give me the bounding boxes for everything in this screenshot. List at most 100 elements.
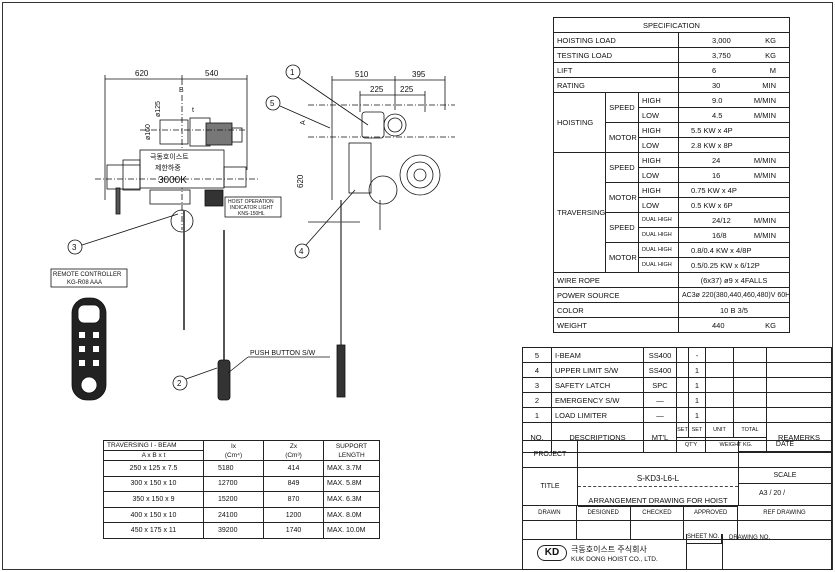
mode-label: LOW	[638, 197, 679, 213]
nameplate-line1: 극동호이스트	[150, 152, 189, 161]
scale-value: A3 / 20 /	[738, 484, 831, 506]
balloon-3: 3	[72, 243, 77, 252]
unit: M/MIN	[753, 215, 776, 225]
nameplate-line3: 3000K	[158, 175, 187, 186]
dim-t: t	[192, 107, 194, 114]
mode-label: LOW	[638, 167, 679, 183]
checked-label: CHECKED	[629, 505, 685, 521]
part-set	[676, 377, 689, 393]
indicator-label-3: KNS-150HL	[238, 211, 265, 217]
balloon-4: 4	[299, 247, 304, 256]
drawing-no-label: DRAWING NO.	[722, 534, 832, 570]
dim-510: 510	[355, 70, 369, 79]
spec-label: WIRE ROPE	[553, 272, 679, 288]
beam-size: 450 x 175 x 11	[103, 522, 204, 539]
spec-value: 3,750	[712, 50, 731, 60]
header-weight: WEIGHT KG.	[705, 437, 767, 453]
header-descriptions: DESCRIPTIONS	[551, 422, 644, 453]
beam-ix: 39200	[203, 522, 264, 539]
part-set-qty: 1	[688, 392, 706, 408]
dim-d125: ø125	[155, 101, 162, 117]
remote-label-1: REMOTE CONTROLLER	[53, 272, 122, 278]
part-set	[676, 407, 689, 423]
dim-225-right: 225	[400, 85, 414, 94]
spec-value: 24/12 M/MIN	[678, 212, 790, 228]
drawn-field	[522, 520, 577, 540]
project-field	[578, 441, 738, 468]
beam-size: 300 x 150 x 10	[103, 475, 204, 493]
value: 16/8	[712, 230, 727, 240]
spec-value: 0.5 KW x 6P	[678, 197, 790, 213]
indicator-label-1: HOIST OPERATION	[228, 199, 274, 205]
motor-label: MOTOR	[605, 182, 639, 213]
value: 24/12	[712, 215, 731, 225]
spec-label: RATING	[553, 77, 679, 93]
mode-label: DUAL HIGH	[638, 242, 679, 258]
part-material: SPC	[643, 377, 677, 393]
spec-title: SPECIFICATION	[553, 17, 790, 33]
balloon-2: 2	[177, 379, 182, 388]
mode-label: HIGH	[638, 152, 679, 168]
spec-label: WEIGHT	[553, 317, 679, 333]
designed-label: DESIGNED	[575, 505, 631, 521]
beam-size: 250 x 125 x 7.5	[103, 460, 204, 477]
beam-support-length: MAX. 3.7M	[323, 460, 380, 477]
value: 24	[712, 155, 721, 165]
part-unit-weight	[705, 362, 734, 378]
designed-field	[575, 520, 631, 540]
spec-unit: KG	[765, 50, 776, 60]
header-length: LENGTH	[338, 451, 365, 459]
beam-ix: 24100	[203, 506, 264, 524]
date-label: DATE	[738, 441, 831, 452]
ref-drawing-field	[737, 520, 832, 540]
part-unit-weight	[705, 392, 734, 408]
part-no: 2	[522, 392, 552, 408]
dim-d160: ø160	[145, 124, 152, 140]
value: 9.0	[712, 95, 723, 105]
spec-value: 5.5 KW x 4P	[678, 122, 790, 138]
part-remarks	[766, 407, 832, 423]
mode-label: HIGH	[638, 122, 679, 138]
spec-label: COLOR	[553, 302, 679, 318]
spec-value: 10 B 3/5	[678, 302, 790, 318]
part-description: SAFETY LATCH	[551, 377, 644, 393]
beam-ix: 12700	[203, 475, 264, 493]
unit: M/MIN	[753, 230, 776, 240]
part-total-weight	[733, 407, 767, 423]
spec-value: 0.5/0.25 KW x 6/12P	[678, 257, 790, 273]
nameplate-line2: 제한하중	[155, 163, 181, 172]
header-remarks: REAMERKS	[766, 422, 832, 453]
arrangement-drawing: 620 540 B t ø125 ø160 극동호이스트 제한하중 3000K …	[50, 64, 455, 401]
spec-unit: M	[769, 65, 776, 75]
checked-field	[629, 520, 685, 540]
speed-label: SPEED	[605, 92, 639, 123]
balloon-1: 1	[290, 68, 295, 77]
front-view: 620 540 B t ø125 ø160 극동호이스트 제한하중 3000K …	[95, 69, 282, 401]
header-unit: UNIT	[705, 422, 734, 438]
speed-label: SPEED	[605, 152, 639, 183]
beam-support-length: MAX. 8.0M	[323, 506, 380, 524]
beam-size: 350 x 150 x 9	[103, 491, 204, 508]
unit: M/MIN	[753, 170, 776, 180]
spec-value: 0.75 KW x 4P	[678, 182, 790, 198]
part-total-weight	[733, 392, 767, 408]
part-material: —	[643, 392, 677, 408]
header-ix: Ix	[230, 442, 237, 450]
dim-b: B	[179, 87, 184, 94]
beam-zx: 414	[263, 460, 324, 477]
